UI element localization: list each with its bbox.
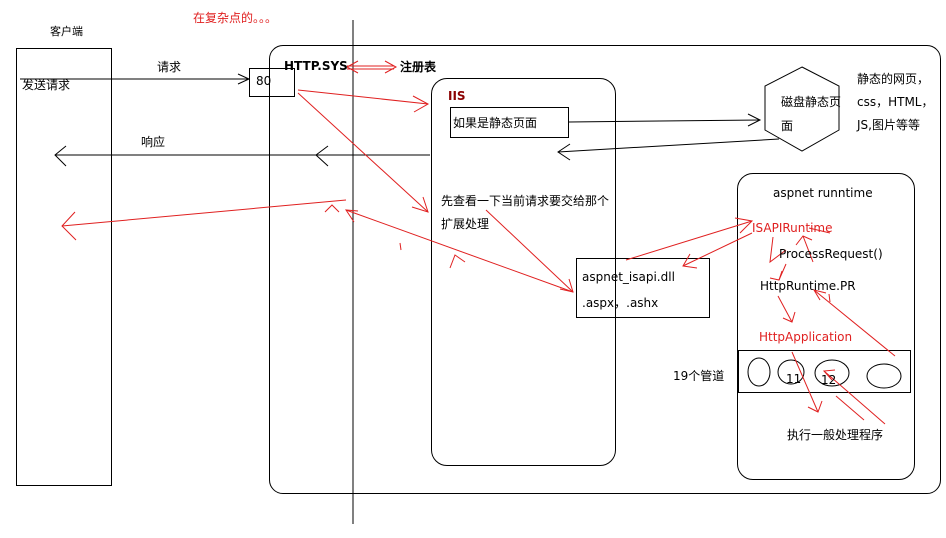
client-box [16,48,112,486]
static-check-box [450,107,569,138]
httpruntime-pr-label: HttpRuntime.PR [760,279,856,293]
registry-label: 注册表 [400,60,437,74]
pipe-circle-2 [777,359,805,385]
runtime-title: aspnet runntime [773,186,873,200]
static-desc-line2: css，HTML， [857,95,934,109]
disk-line2: 面 [781,119,794,133]
static-desc-line1: 静态的网页， [857,72,930,86]
pipe-circle-4 [866,363,902,389]
iis-box [431,78,616,466]
pipeline-box [738,350,911,393]
response-arrow [54,145,430,167]
process-request-label: ProcessRequest() [779,247,883,261]
static-to-disk-arrow [568,113,762,127]
pipe-circle-3 [814,359,850,387]
isapi-dll-label: aspnet_isapi.dll [582,270,675,284]
http-application-label: HttpApplication [759,330,853,344]
pipe-11-label: 11 [786,372,802,386]
send-request-label: 发送请求 [22,78,71,92]
port-label: 80 [256,74,272,88]
static-desc-line3: JS,图片等等 [857,118,920,132]
iis-title: IIS [448,89,466,103]
pipeline-label: 19个管道 [673,369,725,383]
client-title: 客户端 [50,25,83,38]
handler-label: 执行一般处理程序 [787,428,884,442]
isapi-ext-label: .aspx，.ashx [582,296,659,310]
port-box [249,68,295,97]
server-box [269,45,941,494]
http-sys-label: HTTP.SYS [284,59,348,73]
disk-line1: 磁盘静态页 [781,95,842,109]
red-annotations [61,89,896,425]
note-text: 在复杂点的。。。 [193,11,278,25]
check-ext-line2: 扩展处理 [441,217,490,231]
pipe-12-label: 12 [821,373,837,387]
request-arrow [20,73,251,85]
isapi-dll-box [576,258,710,318]
check-ext-line1: 先查看一下当前请求要交给那个 [441,194,610,208]
isapi-runtime-label: ISAPIRuntime [752,221,833,235]
pipe-circle-1 [747,357,771,387]
registry-arrow [345,60,398,74]
request-label: 请求 [157,60,182,74]
runtime-box [737,173,915,480]
disk-hexagon [764,66,840,152]
response-label: 响应 [141,135,166,149]
disk-to-iis-arrow [557,138,780,161]
static-check-label: 如果是静态页面 [453,116,538,130]
